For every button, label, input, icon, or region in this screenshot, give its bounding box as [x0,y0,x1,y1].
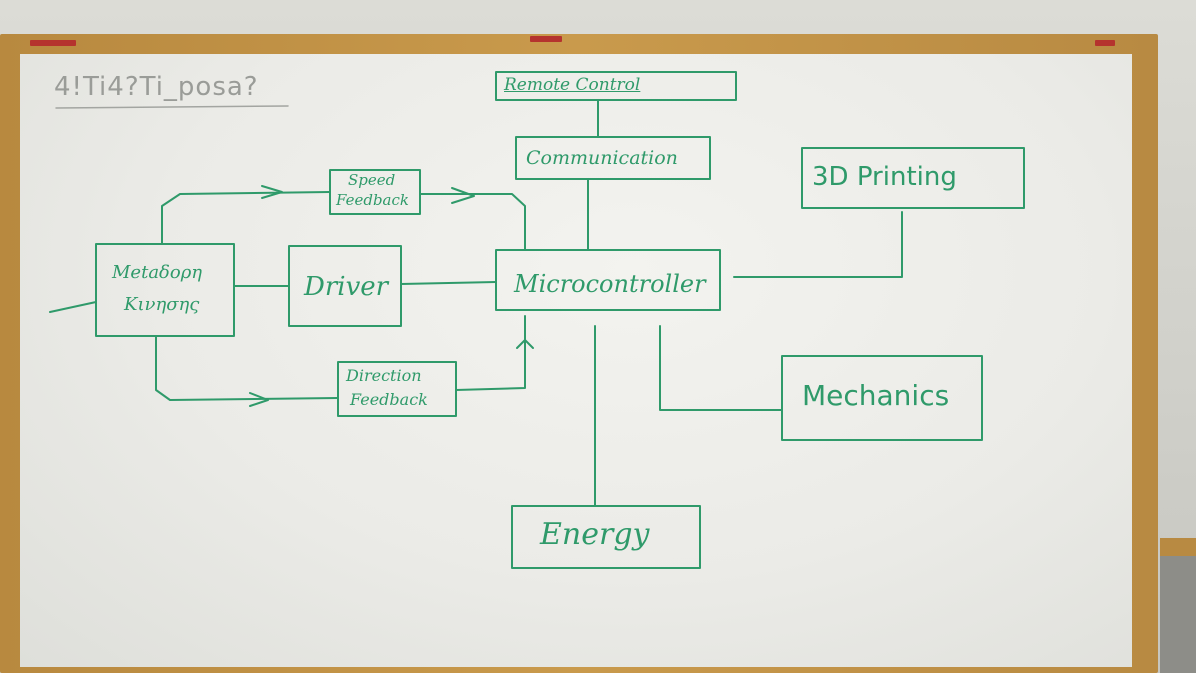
direction-feedback-label-line2: Feedback [350,390,428,409]
mechanics-box [781,355,983,441]
energy-label: Energy [540,517,650,552]
communication-box [515,136,711,180]
direction-micro-line [455,315,526,391]
speed-feedback-label-line2: Feedback [336,191,409,209]
direction-feedback-label-line1: Direction [346,366,422,385]
microcontroller-label: Microcontroller [514,270,706,298]
speed-micro-line [419,193,526,251]
remote-control-label: Remote Control [504,75,641,95]
remote-control-box [495,71,737,101]
whiteboard-surface [20,54,1132,667]
mechanics-label: Mechanics [802,379,950,412]
driver-micro-line [400,281,497,285]
energy-box [511,505,701,569]
communication-label: Communication [526,147,678,169]
side-panel [1160,556,1196,673]
driver-label: Driver [304,272,389,302]
motor-speed-line [161,191,331,245]
frame-label-right [1095,40,1115,46]
frame-label-left [30,40,76,46]
micro-3d-line [733,211,903,278]
motor-direction-line [155,335,339,401]
printing-3d-box [801,147,1025,209]
motor-box [95,243,235,337]
motor-label-line2: Κινησης [124,294,200,315]
motor-label-line1: Metaδορη [112,262,203,283]
printing-3d-label: 3D Printing [812,162,957,192]
micro-mechanics-line [659,325,783,411]
speed-feedback-label-line1: Speed [348,171,396,189]
side-shelf [1160,538,1196,556]
corner-note: 4!Ti4?Ti_posa? [54,72,259,102]
motor-input-line [49,301,97,313]
microcontroller-box [495,249,721,311]
frame-label-center [530,36,562,42]
